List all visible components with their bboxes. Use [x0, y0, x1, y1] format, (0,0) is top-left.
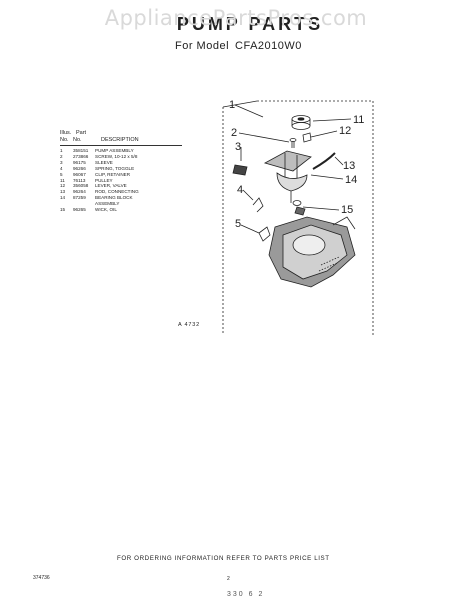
part-number: 96067	[73, 171, 86, 177]
ordering-note: FOR ORDERING INFORMATION REFER TO PARTS …	[117, 555, 330, 562]
part-number: 87259	[73, 195, 86, 201]
parts-row: 11 76113 PULLEY	[60, 178, 182, 184]
part-number: 358151	[73, 148, 89, 153]
callout-13: 13	[343, 160, 355, 172]
document-code: 374736	[33, 575, 50, 581]
parts-row: 1 358151 PUMP ASSEMBLY	[60, 148, 182, 154]
part-description: CLIP, RETAINER	[95, 171, 131, 177]
callout-1: 1	[229, 99, 235, 111]
illus-number: 14	[60, 195, 66, 201]
part-number: 356058	[73, 183, 89, 189]
illus-number: 11	[60, 177, 65, 183]
model-number: CFA2010W0	[235, 40, 302, 52]
parts-row: 14 87259 BEARING BLOCK	[60, 195, 182, 201]
part-description: ASSEMBLY	[95, 201, 120, 207]
leader-12	[310, 130, 338, 138]
retainer-clip-part	[258, 226, 271, 242]
model-subtitle: For Model CFA2010W0	[175, 40, 308, 52]
part-description: SLEEVE	[95, 159, 113, 165]
parts-row: 3 96175 SLEEVE	[60, 160, 182, 166]
parts-row: 15 96265 WICK, OIL	[60, 207, 182, 213]
illus-number: 13	[60, 189, 66, 195]
illus-number: 15	[60, 207, 66, 213]
screw-part	[289, 138, 297, 148]
part-description: PULLEY	[95, 177, 113, 183]
parts-row: 5 96067 CLIP, RETAINER	[60, 172, 182, 178]
part-description: PUMP ASSEMBLY	[95, 148, 134, 153]
callout-11: 11	[353, 114, 364, 126]
pump-housing	[268, 216, 356, 288]
sleeve-part	[232, 164, 248, 176]
callout-4: 4	[237, 184, 243, 196]
part-description: WICK, OIL	[95, 207, 117, 213]
connecting-rod-part	[312, 152, 336, 170]
illus-number: 2	[60, 153, 63, 159]
callout-3: 3	[235, 141, 241, 153]
bearing-block-part	[263, 150, 312, 203]
toggle-spring-part	[252, 197, 264, 213]
illus-number: 1	[60, 148, 63, 153]
illus-label: Illus.	[60, 130, 72, 136]
part-description: BEARING BLOCK	[95, 195, 133, 201]
part-label: Part	[76, 130, 87, 136]
part-number: 96264	[73, 189, 86, 195]
leader-15	[302, 206, 340, 211]
leader-4	[242, 189, 254, 201]
description-label: DESCRIPTION	[101, 137, 139, 143]
leader-2	[238, 132, 290, 143]
illus-number: 4	[60, 165, 63, 171]
part-description: SCREW, 10-12 x 5/8	[95, 153, 138, 159]
illus-number: 12	[60, 183, 66, 189]
callout-14: 14	[345, 174, 357, 186]
leader-13	[334, 156, 344, 166]
callout-12: 12	[339, 125, 351, 137]
page-number: 2	[227, 576, 230, 582]
callout-5: 5	[235, 218, 241, 230]
part-number: 273866	[73, 153, 89, 159]
callout-15: 15	[341, 204, 353, 216]
pump-exploded-diagram: 1 2 3 4 5 11 12 13 14 15	[222, 99, 374, 335]
parts-row: 13 96264 ROD, CONNECTING	[60, 189, 182, 195]
leader-1	[234, 104, 264, 118]
part-number: 96266	[73, 165, 86, 171]
leader-14	[310, 174, 344, 180]
parts-list-header: Illus. Part No. No. DESCRIPTION	[60, 130, 182, 146]
callout-2: 2	[231, 127, 237, 139]
illus-number: 5	[60, 171, 63, 177]
header-rule	[60, 145, 182, 146]
enclosure-top-line	[222, 100, 258, 108]
page-title: PUMP PARTS	[176, 14, 324, 34]
leader-5	[240, 224, 260, 234]
figure-id: A 4732	[178, 322, 200, 328]
part-description: SPRING, TOGGLE	[95, 165, 135, 171]
part-number: 96175	[73, 159, 86, 165]
parts-rows: 1 358151 PUMP ASSEMBLY 2 273866 SCREW, 10-12 …	[60, 148, 182, 213]
parts-row: ASSEMBLY	[60, 201, 182, 207]
enclosure-right-line	[257, 100, 374, 335]
illus-number: 3	[60, 159, 63, 165]
watermark: AppliancePartsPros.com	[104, 6, 368, 30]
parts-row: 12 356058 LEVER, VALVE	[60, 183, 182, 189]
part-number: 76113	[73, 177, 86, 183]
subtitle-prefix: For Model	[175, 40, 230, 52]
no-label: No.	[60, 137, 69, 143]
bottom-code: 330 6 2	[227, 591, 265, 598]
oil-wick-part	[292, 200, 306, 216]
pulley-part	[291, 115, 311, 130]
valve-lever-part	[302, 132, 312, 143]
part-number: 96265	[73, 207, 86, 213]
no-label-2: No.	[73, 137, 82, 143]
parts-row: 2 273866 SCREW, 10-12 x 5/8	[60, 154, 182, 160]
parts-row: 4 96266 SPRING, TOGGLE	[60, 166, 182, 172]
part-description: LEVER, VALVE	[95, 183, 127, 189]
leader-11	[312, 118, 352, 122]
part-description: ROD, CONNECTING	[95, 189, 139, 195]
